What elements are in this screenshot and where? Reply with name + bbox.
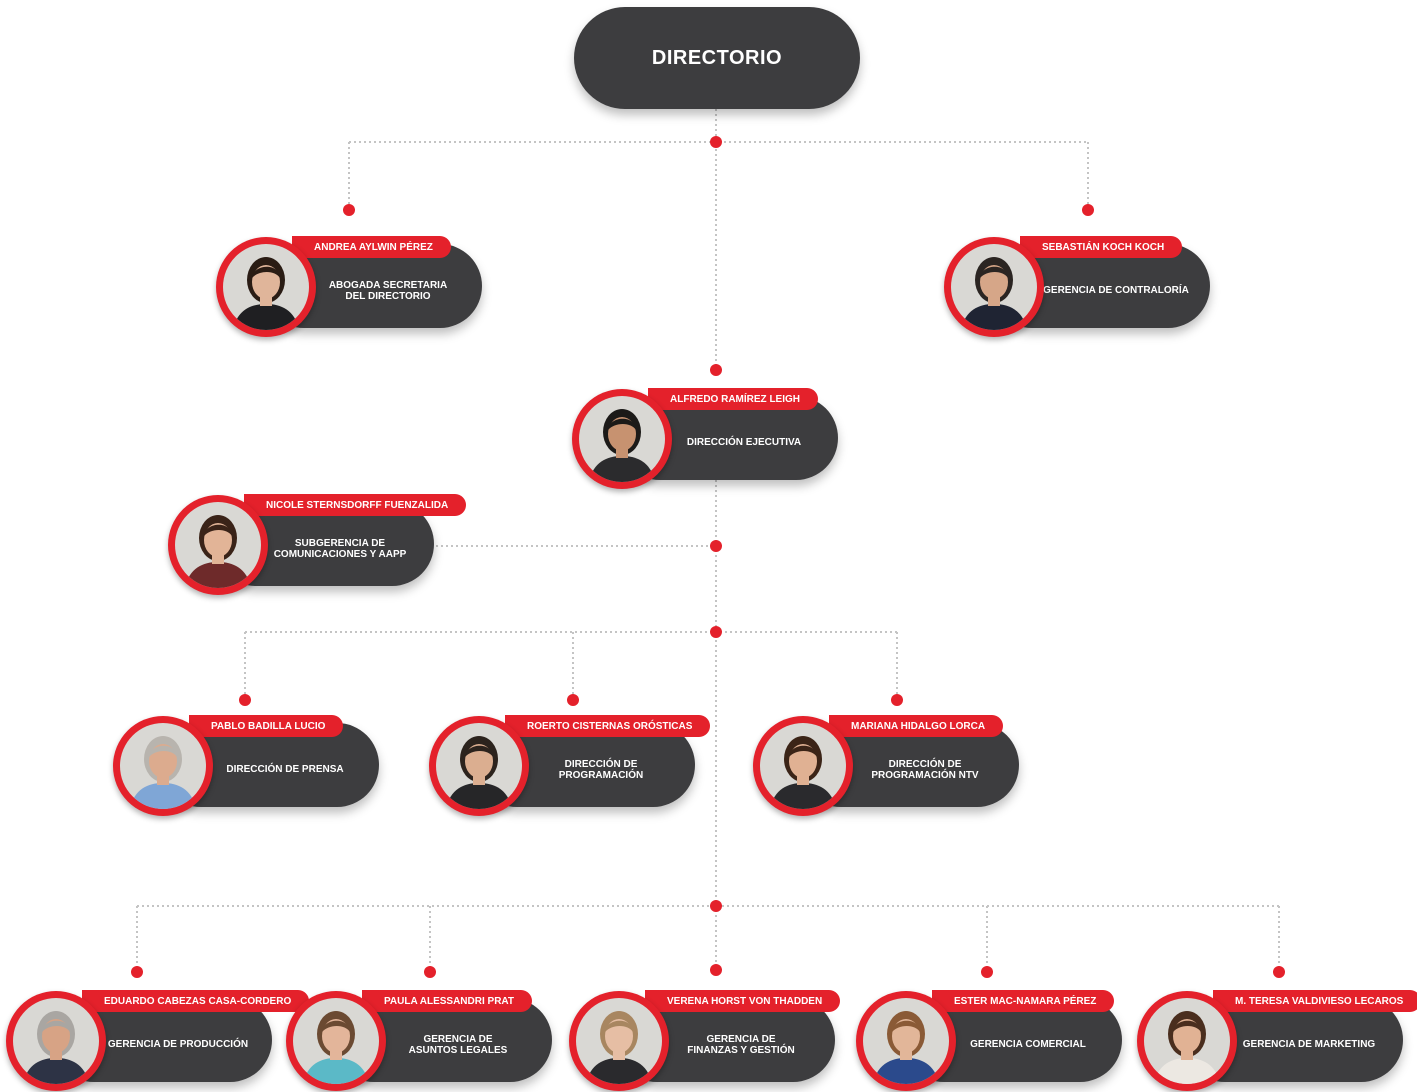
person-portrait-icon xyxy=(23,1011,89,1084)
person-portrait-icon xyxy=(961,257,1027,330)
role-title: GERENCIA DE MARKETING xyxy=(1242,1039,1376,1051)
person-portrait-icon xyxy=(1154,1011,1220,1084)
role-title: GERENCIA DE ASUNTOS LEGALES xyxy=(408,1033,508,1057)
junction-dot xyxy=(891,694,903,706)
person-portrait-icon xyxy=(130,736,196,809)
person-portrait-icon xyxy=(586,1011,652,1084)
person-name: EDUARDO CABEZAS CASA-CORDERO xyxy=(82,990,310,1012)
junction-dot xyxy=(710,364,722,376)
role-title: GERENCIA DE CONTRALORÍA xyxy=(1043,285,1189,297)
person-name: ESTER MAC-NAMARA PÉREZ xyxy=(932,990,1115,1012)
junction-dot xyxy=(567,694,579,706)
junction-dot xyxy=(710,900,722,912)
junction-dot xyxy=(710,540,722,552)
person-portrait-icon xyxy=(873,1011,939,1084)
person-name: PABLO BADILLA LUCIO xyxy=(189,715,344,737)
org-card-mariana: MARIANA HIDALGO LORCA DIRECCIÓN DE PROGRA… xyxy=(753,715,1023,817)
person-portrait-icon xyxy=(589,409,655,482)
person-name: VERENA HORST VON THADDEN xyxy=(645,990,841,1012)
person-name: PAULA ALESSANDRI PRAT xyxy=(362,990,532,1012)
person-name: M. TERESA VALDIVIESO LECAROS xyxy=(1213,990,1417,1012)
org-card-roerto: ROERTO CISTERNAS ORÓSTICAS DIRECCIÓN DE P… xyxy=(429,715,711,817)
role-title: SUBGERENCIA DE COMUNICACIONES Y AAPP xyxy=(273,537,407,561)
person-name: ANDREA AYLWIN PÉREZ xyxy=(292,236,451,258)
person-portrait-icon xyxy=(770,736,836,809)
org-card-nicole: NICOLE STERNSDORFF FUENZALIDA SUBGERENCIA… xyxy=(168,494,467,596)
avatar xyxy=(753,716,853,816)
person-name: ROERTO CISTERNAS ORÓSTICAS xyxy=(505,715,711,737)
junction-dot xyxy=(710,136,722,148)
avatar xyxy=(216,237,316,337)
junction-dot xyxy=(710,626,722,638)
junction-dot xyxy=(424,966,436,978)
role-title: ABOGADA SECRETARIA DEL DIRECTORIO xyxy=(328,279,448,303)
org-card-eduardo: EDUARDO CABEZAS CASA-CORDERO GERENCIA DE … xyxy=(6,990,310,1092)
avatar xyxy=(286,991,386,1091)
junction-dot xyxy=(981,966,993,978)
junction-dot xyxy=(239,694,251,706)
role-title: GERENCIA DE FINANZAS Y GESTIÓN xyxy=(687,1033,795,1057)
avatar xyxy=(429,716,529,816)
avatar xyxy=(572,389,672,489)
role-title: DIRECCIÓN EJECUTIVA xyxy=(686,437,802,449)
person-portrait-icon xyxy=(446,736,512,809)
avatar xyxy=(113,716,213,816)
avatar xyxy=(856,991,956,1091)
org-card-sebastian: SEBASTIÁN KOCH KOCH GERENCIA DE CONTRALOR… xyxy=(944,236,1214,338)
avatar xyxy=(1137,991,1237,1091)
directorio-node: DIRECTORIO xyxy=(574,7,860,109)
junction-dot xyxy=(131,966,143,978)
person-name: MARIANA HIDALGO LORCA xyxy=(829,715,1004,737)
avatar xyxy=(6,991,106,1091)
junction-dot xyxy=(710,964,722,976)
org-card-alfredo: ALFREDO RAMÍREZ LEIGH DIRECCIÓN EJECUTIVA xyxy=(572,388,842,490)
role-title: GERENCIA DE PRODUCCIÓN xyxy=(107,1039,249,1051)
avatar xyxy=(569,991,669,1091)
org-card-pablo: PABLO BADILLA LUCIO DIRECCIÓN DE PRENSA xyxy=(113,715,383,817)
person-name: NICOLE STERNSDORFF FUENZALIDA xyxy=(244,494,467,516)
junction-dot xyxy=(343,204,355,216)
person-portrait-icon xyxy=(233,257,299,330)
person-portrait-icon xyxy=(185,515,251,588)
role-title: DIRECCIÓN DE PROGRAMACIÓN xyxy=(558,758,644,782)
junction-dot xyxy=(1273,966,1285,978)
org-card-ester: ESTER MAC-NAMARA PÉREZ GERENCIA COMERCIAL xyxy=(856,990,1126,1092)
person-portrait-icon xyxy=(303,1011,369,1084)
person-name: ALFREDO RAMÍREZ LEIGH xyxy=(648,388,818,410)
org-card-andrea: ANDREA AYLWIN PÉREZ ABOGADA SECRETARIA DE… xyxy=(216,236,486,338)
directorio-label: DIRECTORIO xyxy=(651,46,783,69)
avatar xyxy=(944,237,1044,337)
org-card-teresa: M. TERESA VALDIVIESO LECAROS GERENCIA DE … xyxy=(1137,990,1417,1092)
junction-dot xyxy=(1082,204,1094,216)
avatar xyxy=(168,495,268,595)
person-name: SEBASTIÁN KOCH KOCH xyxy=(1020,236,1183,258)
role-title: DIRECCIÓN DE PROGRAMACIÓN NTV xyxy=(871,758,979,782)
role-title: GERENCIA COMERCIAL xyxy=(970,1039,1086,1051)
role-title: DIRECCIÓN DE PRENSA xyxy=(226,764,344,776)
org-card-paula: PAULA ALESSANDRI PRAT GERENCIA DE ASUNTOS… xyxy=(286,990,556,1092)
org-card-verena: VERENA HORST VON THADDEN GERENCIA DE FINA… xyxy=(569,990,841,1092)
